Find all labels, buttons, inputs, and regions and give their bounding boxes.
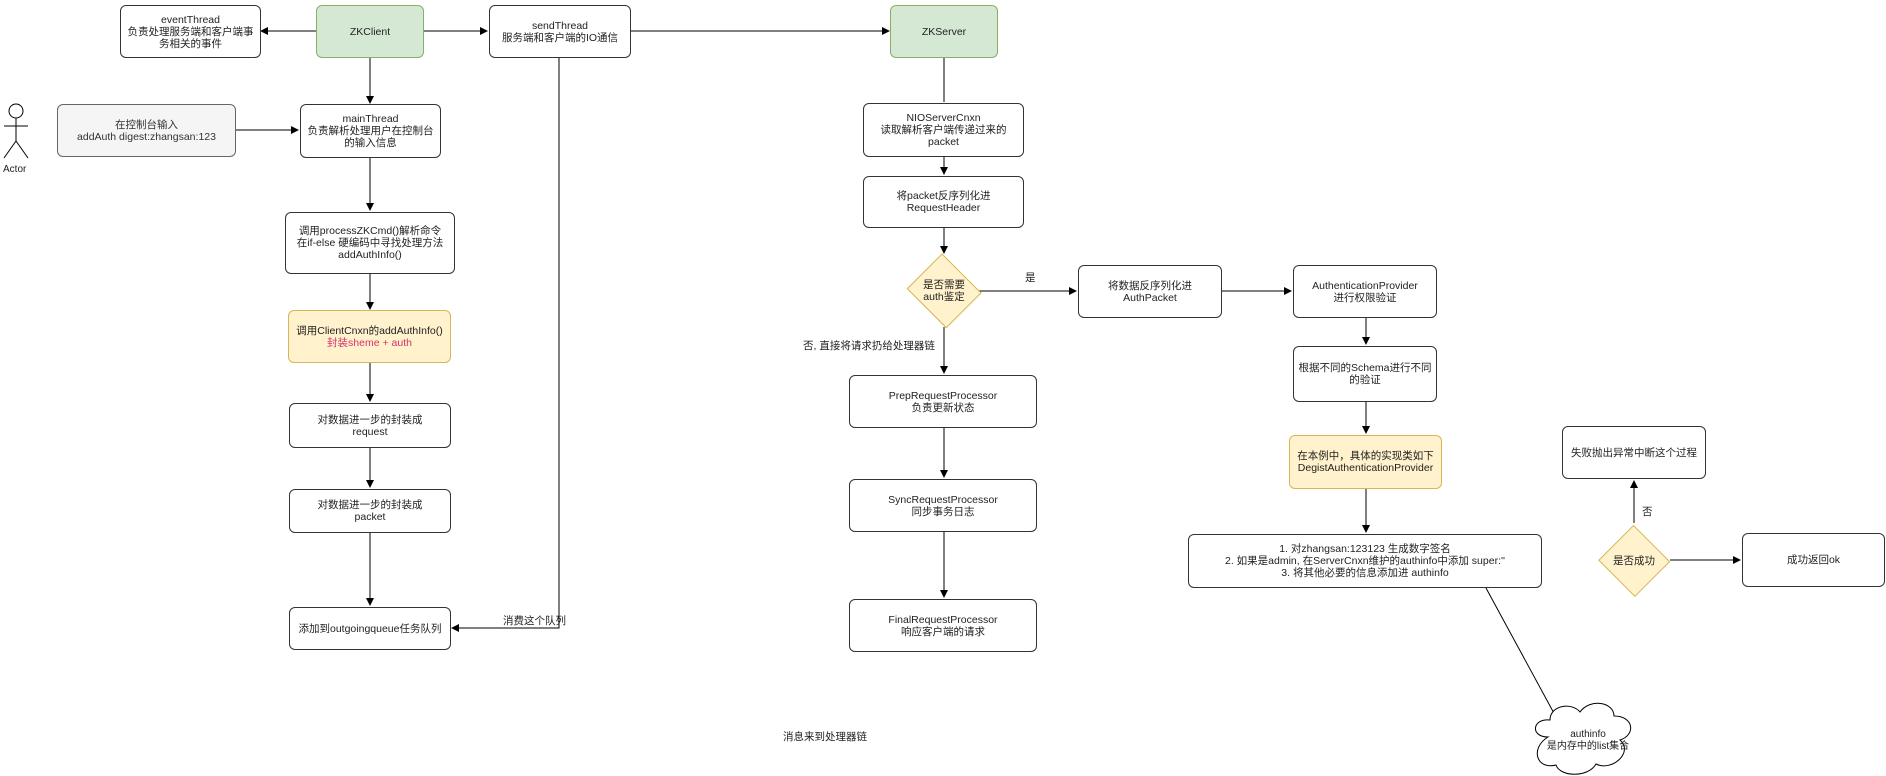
client-cnxn-line-1: 调用ClientCnxn的addAuthInfo() (296, 324, 443, 337)
prep-processor-line-1: PrepRequestProcessor (888, 389, 998, 402)
digest-steps-line-3: 3. 将其他必要的信息添加进 authinfo (1281, 567, 1449, 579)
process-cmd-line-2: 在if-else 硬编码中寻找处理方法 (296, 237, 444, 249)
deserialize-header-node[interactable]: 将packet反序列化进 RequestHeader (863, 176, 1024, 228)
main-thread-node[interactable]: mainThread 负责解析处理用户在控制台 的输入信息 (300, 104, 441, 158)
auth-provider-line-1: AuthenticationProvider (1312, 279, 1418, 292)
prep-processor-line-2: 负责更新状态 (911, 401, 975, 414)
edge-steps-cloud (1485, 587, 1563, 729)
wrap-request-line-2: request (352, 425, 388, 438)
schema-verify-line-2: 的验证 (1349, 374, 1381, 386)
sync-processor-node[interactable]: SyncRequestProcessor 同步事务日志 (849, 479, 1037, 532)
actor-figure (3, 103, 29, 159)
final-processor-line-1: FinalRequestProcessor (888, 613, 998, 626)
wrap-request-node[interactable]: 对数据进一步的封装成 request (289, 403, 451, 448)
send-thread-node[interactable]: sendThread 服务端和客户端的IO通信 (489, 5, 631, 58)
event-thread-line-2: 负责处理服务端和客户端事 (127, 25, 254, 38)
digest-steps-line-2: 2. 如果是admin, 在ServerCnxn维护的authinfo中添加 s… (1224, 555, 1506, 567)
need-auth-line-2: auth鉴定 (923, 291, 965, 303)
no-label: 否 (1642, 506, 1653, 518)
wrap-packet-line-2: packet (354, 511, 386, 523)
process-cmd-node[interactable]: 调用processZKCmd()解析命令 在if-else 硬编码中寻找处理方法… (285, 212, 455, 274)
event-thread-line-3: 务相关的事件 (159, 37, 222, 50)
nio-cnxn-node[interactable]: NIOServerCnxn 读取解析客户端传递过来的 packet (863, 103, 1024, 157)
need-auth-line-1: 是否需要 (923, 279, 965, 291)
zkclient-label: ZKClient (349, 25, 391, 38)
prep-processor-node[interactable]: PrepRequestProcessor 负责更新状态 (849, 375, 1037, 428)
sync-processor-line-1: SyncRequestProcessor (888, 493, 998, 506)
deserialize-auth-node[interactable]: 将数据反序列化进 AuthPacket (1078, 265, 1222, 318)
deserialize-auth-line-1: 将数据反序列化进 (1108, 279, 1192, 292)
client-cnxn-node[interactable]: 调用ClientCnxn的addAuthInfo() 封装sheme + aut… (288, 310, 451, 363)
send-thread-line-2: 服务端和客户端的IO通信 (501, 31, 619, 44)
actor-label: Actor (3, 164, 27, 175)
fail-label: 失败抛出异常中断这个过程 (1571, 446, 1697, 459)
success-label: 成功返回ok (1786, 554, 1841, 566)
chain-note-label: 消息来到处理器链 (783, 731, 867, 743)
main-thread-line-3: 的输入信息 (344, 137, 397, 149)
wrap-packet-line-1: 对数据进一步的封装成 (317, 499, 423, 511)
send-thread-line-1: sendThread (531, 19, 589, 32)
zkserver-node[interactable]: ZKServer (890, 5, 998, 58)
edge-sendthread-queue (451, 58, 560, 632)
schema-verify-node[interactable]: 根据不同的Schema进行不同 的验证 (1293, 346, 1437, 402)
yes-label: 是 (1025, 272, 1036, 284)
authinfo-cloud-line-1: authinfo (1570, 729, 1606, 740)
schema-verify-line-1: 根据不同的Schema进行不同 (1298, 362, 1432, 374)
main-thread-line-2: 负责解析处理用户在控制台 (307, 125, 434, 137)
digest-provider-line-1: 在本例中，具体的实现类如下 (1297, 450, 1434, 462)
is-success-label: 是否成功 (1613, 555, 1655, 567)
sync-processor-line-2: 同步事务日志 (911, 505, 975, 518)
deserialize-header-line-2: RequestHeader (906, 202, 981, 214)
consume-queue-label: 消费这个队列 (503, 615, 566, 627)
authinfo-cloud-shape (1535, 702, 1631, 775)
success-node[interactable]: 成功返回ok (1742, 533, 1885, 587)
digest-steps-line-1: 1. 对zhangsan:123123 生成数字签名 (1279, 543, 1451, 555)
need-auth-decision[interactable]: 是否需要 auth鉴定 (904, 253, 984, 329)
final-processor-node[interactable]: FinalRequestProcessor 响应客户端的请求 (849, 599, 1037, 652)
client-cnxn-line-2: 封装sheme + auth (327, 336, 412, 349)
auth-provider-node[interactable]: AuthenticationProvider 进行权限验证 (1293, 265, 1437, 318)
zkserver-label: ZKServer (921, 25, 967, 38)
auth-provider-line-2: 进行权限验证 (1333, 291, 1397, 304)
deserialize-auth-line-2: AuthPacket (1123, 291, 1177, 304)
deserialize-header-line-1: 将packet反序列化进 (896, 190, 991, 202)
console-input-line-2: addAuth digest:zhangsan:123 (77, 130, 216, 143)
main-thread-line-1: mainThread (342, 113, 399, 125)
wrap-packet-node[interactable]: 对数据进一步的封装成 packet (289, 489, 451, 533)
no-direct-label: 否, 直接将请求扔给处理器链 (803, 340, 935, 352)
need-auth-text: 是否需要 auth鉴定 (904, 255, 984, 327)
nio-cnxn-line-1: NIOServerCnxn (906, 112, 981, 124)
wrap-request-line-1: 对数据进一步的封装成 (317, 413, 423, 426)
is-success-decision[interactable]: 是否成功 (1597, 524, 1671, 598)
digest-provider-node[interactable]: 在本例中，具体的实现类如下 DegistAuthenticationProvid… (1289, 435, 1442, 489)
fail-node[interactable]: 失败抛出异常中断这个过程 (1562, 426, 1706, 479)
console-input-node[interactable]: 在控制台输入 addAuth digest:zhangsan:123 (57, 104, 236, 157)
final-processor-line-2: 响应客户端的请求 (901, 625, 985, 638)
outgoing-queue-node[interactable]: 添加到outgoingqueue任务队列 (289, 607, 451, 650)
process-cmd-line-1: 调用processZKCmd()解析命令 (298, 225, 442, 237)
authinfo-cloud-line-2: 是内存中的list集合 (1546, 741, 1630, 752)
authinfo-cloud-node[interactable]: authinfo 是内存中的list集合 (1532, 726, 1644, 756)
outgoing-queue-label: 添加到outgoingqueue任务队列 (298, 622, 442, 635)
zkclient-node[interactable]: ZKClient (316, 5, 424, 58)
event-thread-node[interactable]: eventThread 负责处理服务端和客户端事 务相关的事件 (120, 5, 261, 58)
nio-cnxn-line-3: packet (928, 136, 959, 148)
event-thread-line-1: eventThread (161, 13, 220, 26)
process-cmd-line-3: addAuthInfo() (338, 249, 402, 261)
nio-cnxn-line-2: 读取解析客户端传递过来的 (880, 124, 1007, 136)
console-input-line-1: 在控制台输入 (115, 118, 178, 131)
is-success-text: 是否成功 (1597, 525, 1671, 597)
digest-provider-line-2: DegistAuthenticationProvider (1297, 462, 1434, 474)
digest-steps-node[interactable]: 1. 对zhangsan:123123 生成数字签名 2. 如果是admin, … (1188, 534, 1542, 588)
